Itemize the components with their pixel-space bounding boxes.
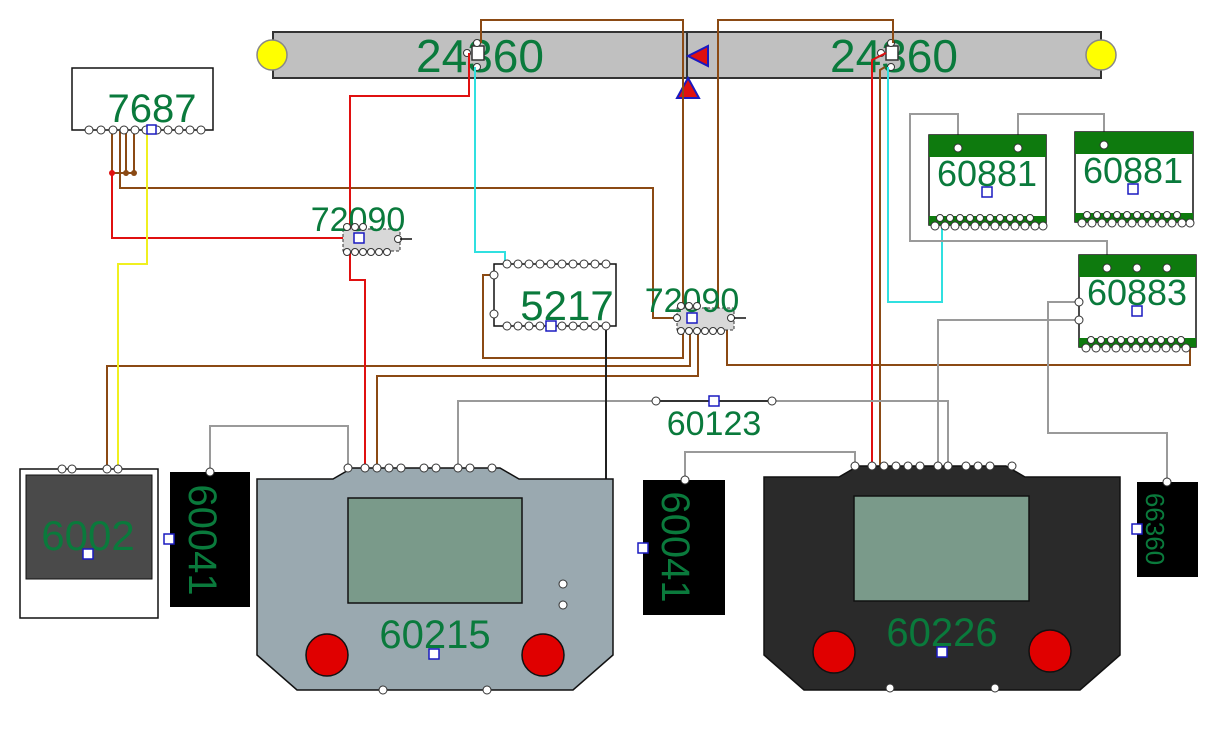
component-72090-left-port-icon bbox=[353, 232, 365, 244]
component-60226-pins bbox=[850, 461, 1017, 693]
component-66360-label: 66360 bbox=[1140, 493, 1170, 565]
component-60123-port-icon bbox=[708, 395, 720, 407]
component-6002[interactable]: 6002 bbox=[19, 464, 159, 619]
component-60215-right-knob[interactable] bbox=[521, 633, 565, 677]
component-72090-left-pins bbox=[343, 223, 402, 256]
component-66360[interactable]: 66360 bbox=[1131, 477, 1198, 577]
component-60226-left-knob[interactable] bbox=[812, 630, 856, 674]
component-60881-left-pins bbox=[930, 143, 1048, 231]
component-6002-pins bbox=[57, 464, 123, 474]
direction-left-arrow-icon bbox=[685, 44, 709, 68]
component-60881-right-pins bbox=[1077, 140, 1195, 228]
component-60215-left-knob[interactable] bbox=[305, 633, 349, 677]
component-60881-right[interactable]: 60881 bbox=[1074, 131, 1195, 228]
component-5217[interactable]: 5217 bbox=[489, 259, 617, 332]
component-72090-right-port-icon bbox=[686, 312, 698, 324]
component-60041-right-label: 60041 bbox=[653, 491, 697, 602]
component-6002-port-icon bbox=[82, 548, 94, 560]
component-60881-left[interactable]: 60881 bbox=[928, 134, 1048, 231]
component-60215[interactable]: 60215 bbox=[256, 463, 614, 695]
track-right[interactable]: 24360 bbox=[686, 30, 1117, 82]
component-60041-left-label: 60041 bbox=[180, 484, 224, 595]
component-60041-right[interactable]: 60041 bbox=[637, 475, 725, 615]
component-60041-right-pin bbox=[680, 475, 690, 485]
component-60883[interactable]: 60883 bbox=[1074, 254, 1197, 353]
component-5217-label: 5217 bbox=[520, 282, 613, 329]
component-60215-pins bbox=[343, 463, 568, 695]
component-5217-pins bbox=[489, 259, 611, 331]
component-60123-label: 60123 bbox=[667, 405, 762, 443]
component-60215-screen bbox=[347, 497, 523, 604]
component-7687[interactable]: 7687 bbox=[71, 67, 214, 135]
component-60226-right-knob[interactable] bbox=[1028, 629, 1072, 673]
component-60041-left-port-icon bbox=[163, 533, 175, 545]
component-60881-left-port-icon bbox=[981, 186, 993, 198]
component-60226-port-icon bbox=[936, 646, 948, 658]
component-60041-left-pin bbox=[205, 467, 215, 477]
component-7687-label: 7687 bbox=[108, 87, 197, 131]
component-66360-pin bbox=[1162, 477, 1172, 487]
component-72090-left[interactable]: 72090 bbox=[311, 201, 412, 256]
component-60883-pins bbox=[1074, 263, 1191, 353]
wire-junctions bbox=[109, 170, 137, 176]
component-60123[interactable]: 60123 bbox=[651, 395, 777, 443]
component-7687-port-icon bbox=[146, 124, 157, 135]
component-60881-right-port-icon bbox=[1127, 183, 1139, 195]
component-60226[interactable]: 60226 bbox=[763, 461, 1121, 693]
component-60226-screen bbox=[853, 495, 1030, 602]
component-7687-pins bbox=[84, 125, 206, 135]
component-72090-right-pins bbox=[673, 302, 735, 335]
component-60215-port-icon bbox=[428, 648, 440, 660]
component-60041-right-port-icon bbox=[637, 542, 649, 554]
component-60041-left[interactable]: 60041 bbox=[163, 467, 250, 607]
direction-up-arrow-icon bbox=[675, 75, 701, 99]
component-5217-port-icon bbox=[545, 320, 557, 332]
component-72090-right[interactable]: 72090 bbox=[645, 282, 746, 335]
component-60883-port-icon bbox=[1131, 305, 1143, 317]
component-66360-port-icon bbox=[1131, 523, 1143, 535]
